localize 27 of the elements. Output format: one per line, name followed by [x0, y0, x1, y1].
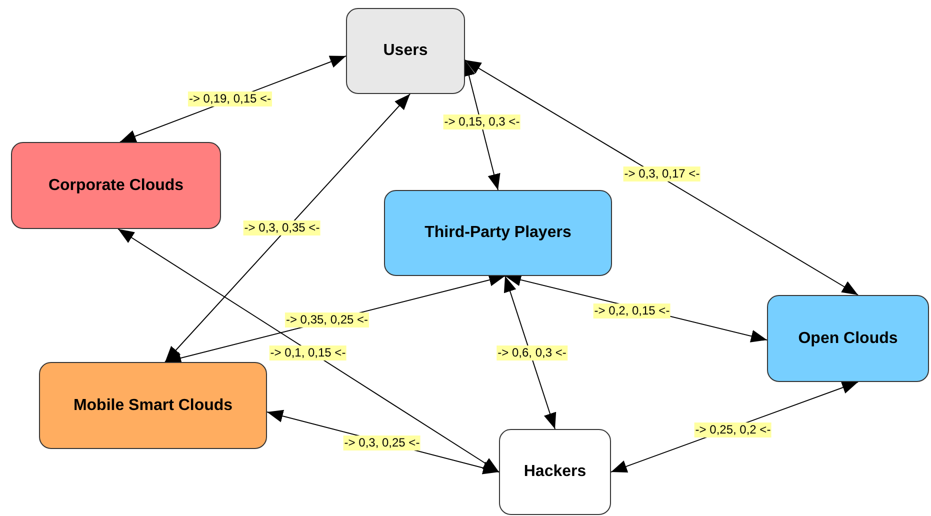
node-label: Open Clouds [798, 328, 898, 348]
node-label: Third-Party Players [424, 223, 572, 243]
edge-label: -> 0,25, 0,2 <- [694, 422, 772, 438]
arrow [504, 276, 556, 430]
node-label: Corporate Clouds [48, 176, 184, 196]
edge-label: -> 0,2, 0,15 <- [593, 304, 671, 318]
process-box [346, 8, 465, 94]
process-box [499, 429, 611, 515]
node-label: Users [383, 41, 428, 61]
process-box [11, 142, 221, 229]
arrow [464, 60, 859, 296]
edge-label: -> 0,3, 0,17 <- [623, 166, 701, 182]
edge-label: -> 0,6, 0,3 <- [496, 346, 568, 360]
edge-label: -> 0,15, 0,3 <- [443, 114, 521, 130]
edge-label: -> 0,3, 0,35 <- [243, 220, 321, 236]
process-box [384, 190, 612, 276]
process-box [39, 362, 267, 449]
edge-label: -> 0,19, 0,15 <- [188, 92, 272, 106]
process-box [767, 295, 929, 382]
edge-label: -> 0,1, 0,15 <- [269, 346, 347, 360]
arrow [462, 60, 500, 190]
edge-label: -> 0,3, 0,25 <- [343, 436, 421, 450]
arrow [118, 228, 500, 472]
edge-label: -> 0,35, 0,25 <- [284, 312, 370, 328]
arrow [164, 94, 411, 362]
node-label: Mobile Smart Clouds [73, 396, 233, 416]
node-label: Hackers [524, 462, 586, 482]
